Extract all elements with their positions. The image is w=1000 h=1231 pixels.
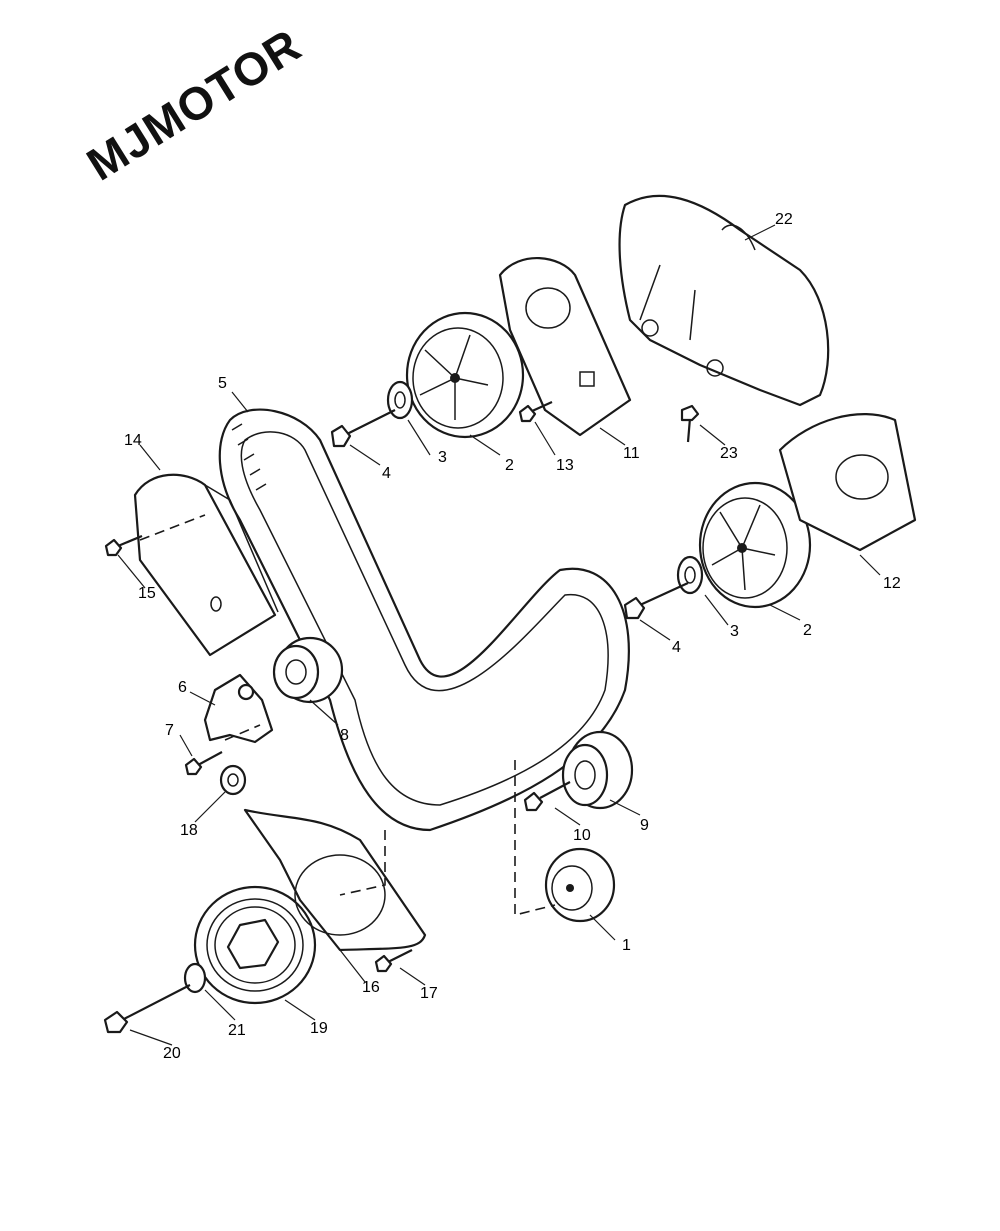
callout-18: 18 — [180, 822, 198, 839]
camshaft-sprocket-lower — [698, 481, 812, 609]
leader-lines — [117, 224, 881, 1046]
bolt-17 — [374, 949, 413, 973]
callout-8: 8 — [340, 727, 349, 744]
callout-1: 1 — [622, 937, 631, 954]
rear-cover-plate-lower — [778, 413, 917, 552]
callout-3: 3 — [730, 623, 739, 640]
callout-2: 2 — [505, 457, 514, 474]
callout-20: 20 — [163, 1045, 181, 1062]
callout-13: 13 — [556, 457, 574, 474]
callout-4: 4 — [672, 639, 681, 656]
assembly-lines — [139, 514, 556, 917]
callout-15: 15 — [138, 585, 156, 602]
callout-9: 9 — [640, 817, 649, 834]
callout-5: 5 — [218, 375, 227, 392]
callout-23: 23 — [720, 445, 738, 462]
callout-16: 16 — [362, 979, 380, 996]
tensioner-bracket — [203, 673, 274, 744]
spacer-18 — [219, 764, 247, 796]
crankshaft-pulley — [193, 885, 317, 1005]
callout-labels: 1 2 2 3 3 4 4 5 6 7 8 9 10 11 12 13 14 1… — [124, 211, 901, 1062]
bolt-23 — [680, 404, 700, 443]
bolt-10 — [523, 781, 571, 812]
washer-21 — [183, 962, 207, 994]
bolt-15 — [104, 534, 143, 557]
bolt-20 — [103, 984, 191, 1034]
upper-timing-cover — [618, 194, 830, 407]
callout-2: 2 — [803, 622, 812, 639]
callout-10: 10 — [573, 827, 591, 844]
tensioner-roller — [272, 636, 344, 704]
idler-roller — [561, 730, 634, 810]
callout-7: 7 — [165, 722, 174, 739]
callout-3: 3 — [438, 449, 447, 466]
left-timing-cover — [133, 473, 279, 657]
lower-timing-cover — [243, 808, 427, 952]
bolt-7 — [184, 751, 223, 776]
watermark-mjmotor: MJMOTOR — [78, 19, 310, 191]
callout-4: 4 — [382, 465, 391, 482]
timing-belt — [218, 408, 630, 832]
callout-11: 11 — [623, 445, 640, 462]
bolt-4-lower — [623, 582, 689, 620]
crankshaft-sprocket — [544, 847, 616, 923]
callout-22: 22 — [775, 211, 793, 228]
camshaft-sprocket-upper — [405, 311, 525, 439]
callout-14: 14 — [124, 432, 142, 449]
washer-lower — [676, 555, 704, 595]
bolt-4-upper — [330, 409, 396, 448]
callout-12: 12 — [883, 575, 901, 592]
rear-cover-plate-upper — [498, 257, 632, 437]
bolt-13 — [518, 400, 553, 423]
callout-17: 17 — [420, 985, 438, 1002]
callout-6: 6 — [178, 679, 187, 696]
washer-upper — [386, 380, 414, 420]
callout-21: 21 — [228, 1022, 246, 1039]
callout-19: 19 — [310, 1020, 328, 1037]
